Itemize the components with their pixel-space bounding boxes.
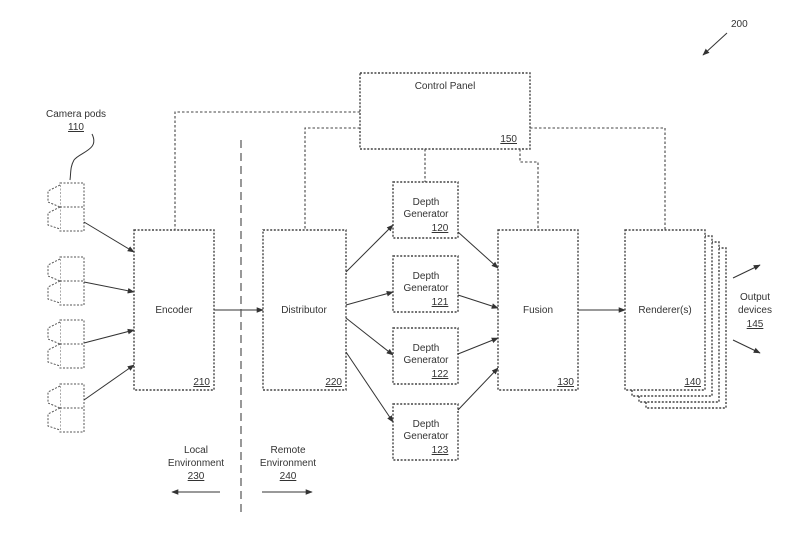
dist-depth122-arrow <box>345 317 394 356</box>
camera-pod-3 <box>47 319 85 369</box>
depth-generator-120-line1: Depth <box>413 197 440 208</box>
depth-generator-121: Depth Generator 121 <box>392 255 459 313</box>
dist-depth123-arrow <box>345 351 394 423</box>
depth-generator-123: Depth Generator 123 <box>392 403 459 461</box>
camera-pod-4 <box>47 383 85 433</box>
depth-generator-123-line2: Generator <box>403 431 449 442</box>
dist-depth121-arrow <box>345 290 394 306</box>
control-panel-ref: 150 <box>500 134 517 145</box>
depth-generator-121-line2: Generator <box>403 283 449 294</box>
output-devices-ref: 145 <box>747 319 764 330</box>
cam1-encoder-arrow <box>83 221 135 253</box>
encoder-box <box>133 229 215 391</box>
renderer-box <box>624 229 706 391</box>
camera-pods-leader <box>69 133 95 181</box>
remote-environment-line1: Remote <box>270 445 305 456</box>
depth-generator-123-line1: Depth <box>413 419 440 430</box>
control-panel-label: Control Panel <box>415 81 476 92</box>
cp-encoder-line <box>174 111 360 230</box>
dist-depth120-arrow <box>345 224 394 273</box>
figure-ref-arrow <box>702 32 728 56</box>
cam2-encoder-arrow <box>83 281 135 294</box>
output-devices-line2: devices <box>738 305 772 316</box>
fusion-label: Fusion <box>523 305 553 316</box>
remote-environment-line2: Environment <box>260 458 316 469</box>
cp-distributor-line <box>304 127 360 230</box>
distributor-ref: 220 <box>325 377 342 388</box>
depth-generator-123-ref: 123 <box>432 445 449 456</box>
depth121-fusion-arrow <box>457 294 499 309</box>
cam3-encoder-arrow <box>83 328 135 344</box>
remote-environment-ref: 240 <box>280 471 297 482</box>
depth-generator-122-line2: Generator <box>403 355 449 366</box>
fusion-box <box>497 229 579 391</box>
depth122-fusion-arrow <box>457 337 499 355</box>
depth120-fusion-arrow <box>457 231 499 269</box>
depth-generator-120-ref: 120 <box>432 223 449 234</box>
renderer-label: Renderer(s) <box>638 305 691 316</box>
local-environment-ref: 230 <box>188 471 205 482</box>
camera-pods-label: Camera pods <box>46 109 106 120</box>
output-arrow-lower <box>732 339 761 354</box>
depth-generator-121-line1: Depth <box>413 271 440 282</box>
depth-generator-120-line2: Generator <box>403 209 449 220</box>
renderer-ref: 140 <box>684 377 701 388</box>
cp-renderer-line <box>530 127 666 230</box>
distributor-box <box>262 229 347 391</box>
distributor-label: Distributor <box>281 305 327 316</box>
depth-generator-122-ref: 122 <box>432 369 449 380</box>
output-arrow-upper <box>732 264 761 279</box>
camera-pod-2 <box>47 256 85 306</box>
encoder-label: Encoder <box>155 305 193 316</box>
renderer-stack <box>624 229 727 409</box>
camera-pods-ref: 110 <box>68 122 84 133</box>
local-environment-line2: Environment <box>168 458 224 469</box>
fusion-ref: 130 <box>557 377 574 388</box>
depth-generator-121-ref: 121 <box>432 297 449 308</box>
encoder-ref: 210 <box>193 377 210 388</box>
cp-fusion-line <box>519 149 539 230</box>
depth123-fusion-arrow <box>457 367 499 411</box>
figure-ref: 200 <box>731 19 748 30</box>
depth-generator-120: Depth Generator 120 <box>392 181 459 239</box>
control-panel-box <box>359 72 531 150</box>
camera-pod-1 <box>47 182 85 232</box>
cam4-encoder-arrow <box>83 364 135 401</box>
depth-generator-122-line1: Depth <box>413 343 440 354</box>
depth-generator-122: Depth Generator 122 <box>392 327 459 385</box>
output-devices-line1: Output <box>740 292 770 303</box>
local-environment-line1: Local <box>184 445 208 456</box>
